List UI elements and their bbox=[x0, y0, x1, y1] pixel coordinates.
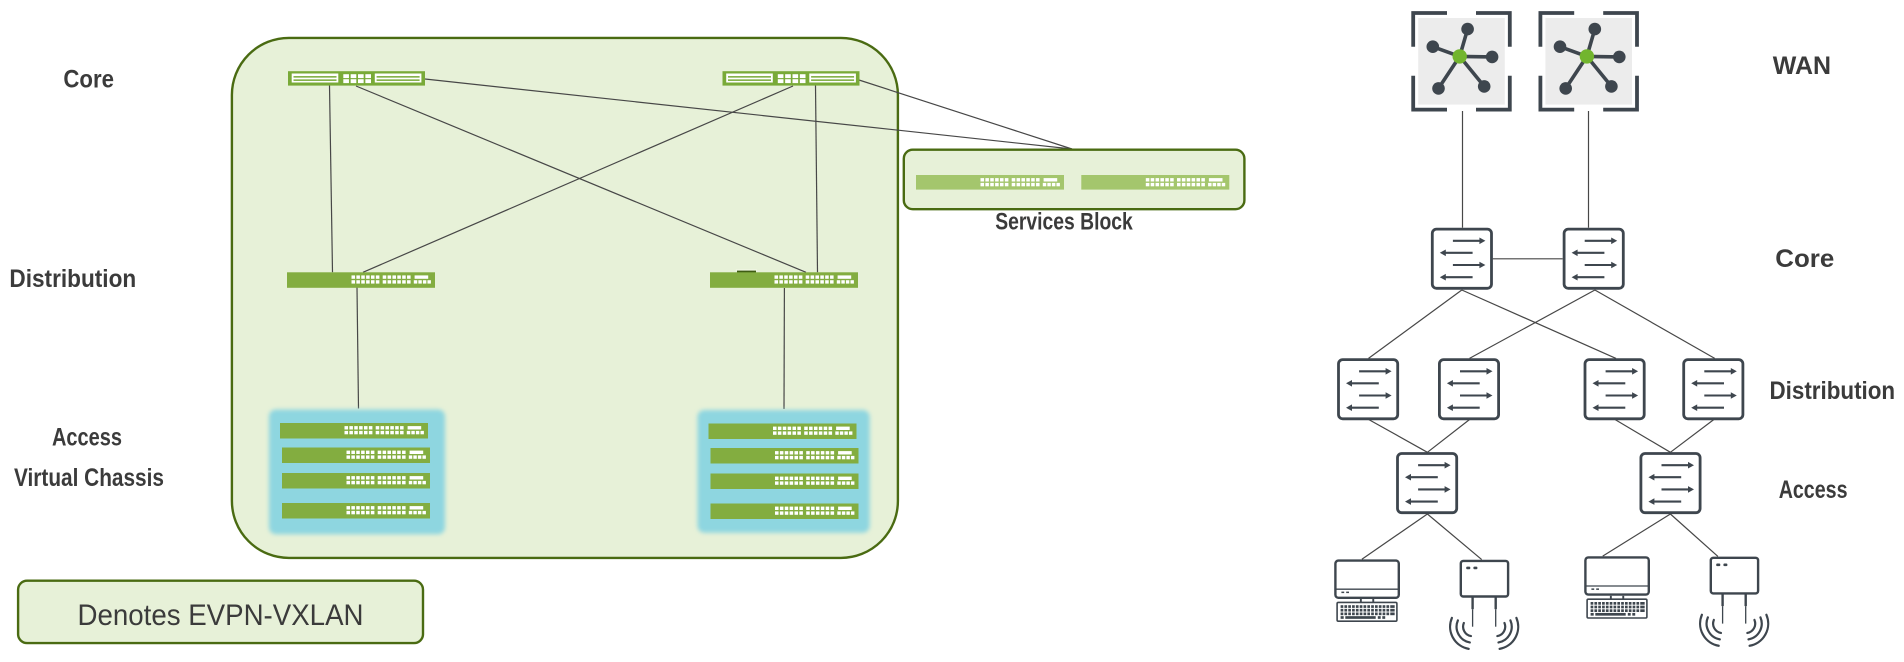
svg-text:Distribution: Distribution bbox=[1770, 377, 1896, 405]
svg-text:Distribution: Distribution bbox=[9, 265, 136, 293]
svg-text:Virtual Chassis: Virtual Chassis bbox=[14, 464, 164, 492]
svg-text:Services Block: Services Block bbox=[995, 209, 1133, 236]
svg-text:Access: Access bbox=[1779, 476, 1848, 504]
svg-text:Core: Core bbox=[1775, 245, 1834, 273]
svg-text:Denotes EVPN-VXLAN: Denotes EVPN-VXLAN bbox=[78, 599, 364, 632]
svg-text:WAN: WAN bbox=[1773, 52, 1831, 80]
svg-text:Core: Core bbox=[63, 66, 114, 94]
svg-text:Access: Access bbox=[52, 424, 122, 452]
